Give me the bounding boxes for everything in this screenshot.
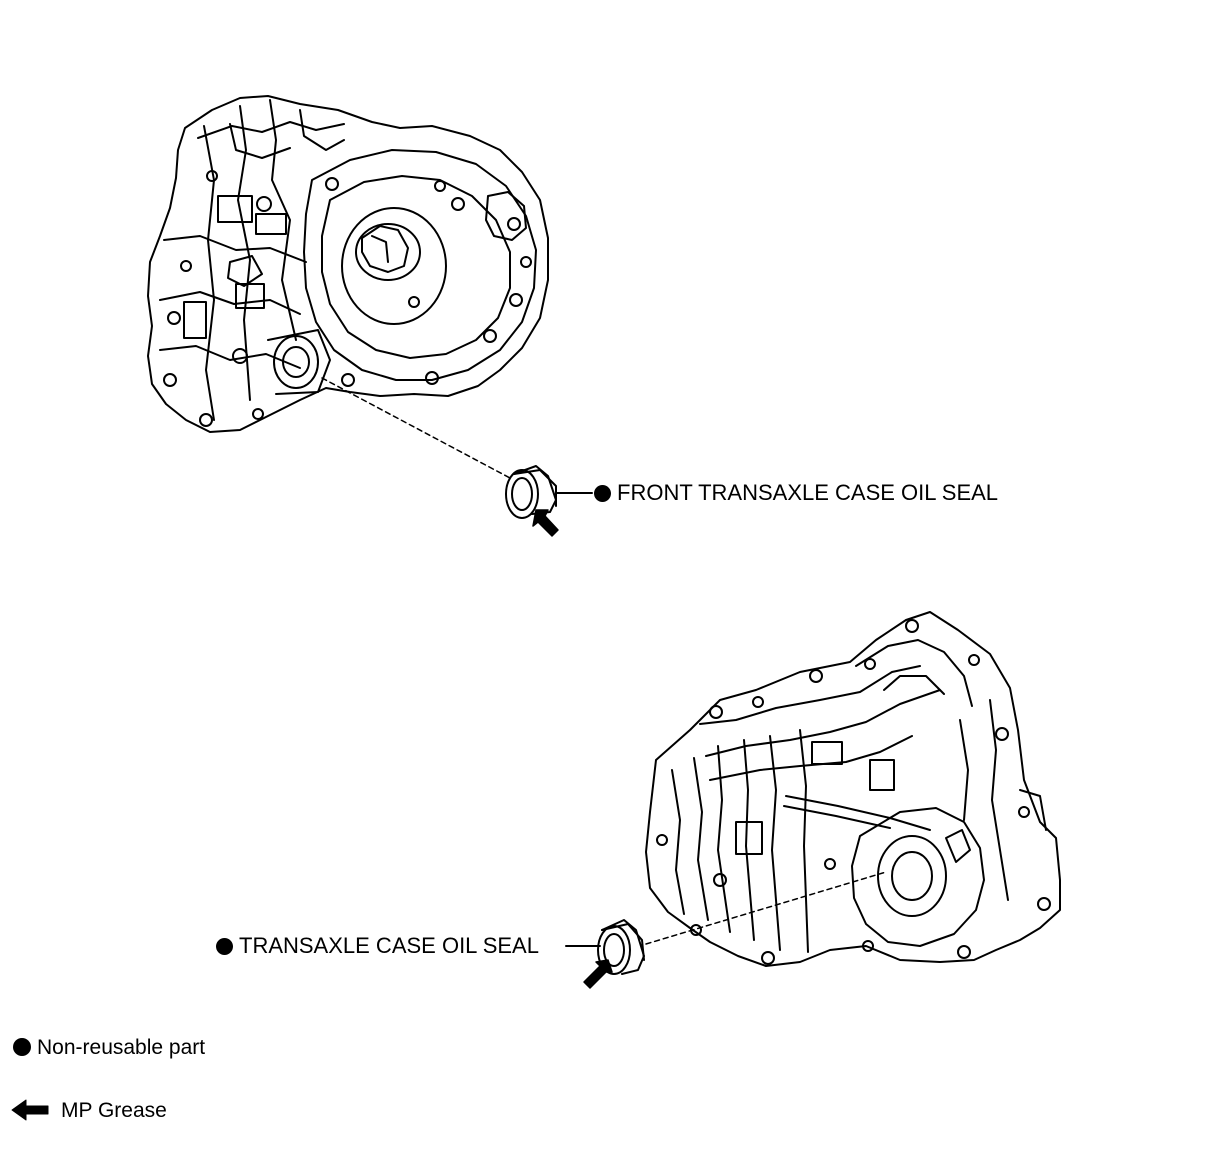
legend-mp-grease: MP Grease [61, 1098, 167, 1124]
rear-oil-seal [597, 919, 645, 975]
front-seal-leader-line [321, 377, 511, 479]
front-oil-seal [505, 465, 557, 519]
rear-seal-callout: TRANSAXLE CASE OIL SEAL [216, 933, 539, 959]
non-reusable-dot-icon [216, 938, 233, 955]
rear-seal-label: TRANSAXLE CASE OIL SEAL [239, 933, 539, 958]
legend-non-reusable: Non-reusable part [13, 1035, 205, 1061]
legend-mp-grease-label: MP Grease [61, 1099, 167, 1122]
front-transaxle-housing [147, 95, 549, 433]
front-grease-arrow [532, 509, 559, 537]
rear-seal-leader-line [645, 871, 887, 945]
front-seal-callout: FRONT TRANSAXLE CASE OIL SEAL [594, 480, 998, 506]
legend-non-reusable-label: Non-reusable part [37, 1036, 206, 1059]
filled-circle-icon [13, 1038, 31, 1056]
non-reusable-dot-icon [594, 485, 611, 502]
legend-grease-arrow [11, 1099, 49, 1121]
rear-grease-arrow [583, 959, 613, 989]
rear-transaxle-case [645, 611, 1061, 967]
front-seal-label: FRONT TRANSAXLE CASE OIL SEAL [617, 480, 999, 505]
